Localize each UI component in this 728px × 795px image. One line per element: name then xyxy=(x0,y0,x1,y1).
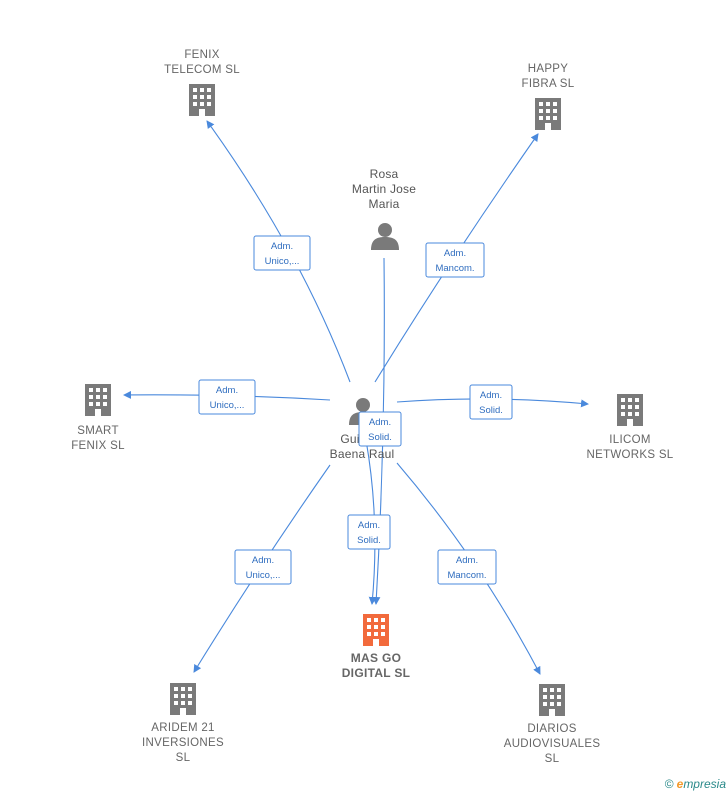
relation-label-g-ilicom[interactable]: Adm. Solid. xyxy=(469,384,513,420)
node-label-line: DIARIOS xyxy=(527,723,576,735)
node-guillermo[interactable]: Gui Baena Raul xyxy=(330,398,395,461)
node-label-line: SL xyxy=(176,752,191,764)
relation-label-line: Adm. xyxy=(358,520,380,531)
relation-label-line: Unico,... xyxy=(210,400,245,411)
node-label-line: SMART xyxy=(77,425,119,437)
node-label-line: FIBRA SL xyxy=(522,78,575,90)
relation-label-rosa-mas[interactable]: Adm. Solid. xyxy=(358,411,402,447)
node-diarios[interactable]: DIARIOS AUDIOVISUALES SL xyxy=(504,684,601,765)
relation-label-line: Solid. xyxy=(357,535,381,546)
node-label-line: TELECOM SL xyxy=(164,64,240,76)
relation-label-line: Adm. xyxy=(444,248,466,259)
brand-logo-letter: e xyxy=(676,777,684,791)
node-label-line: SL xyxy=(545,753,560,765)
node-fenix-telecom[interactable]: FENIX TELECOM SL xyxy=(164,49,240,116)
relation-label-line: Solid. xyxy=(368,432,392,443)
relation-label-g-aridem[interactable]: Adm. Unico,... xyxy=(234,549,292,585)
building-icon xyxy=(535,98,561,130)
node-aridem[interactable]: ARIDEM 21 INVERSIONES SL xyxy=(142,683,224,764)
node-label-line: MAS GO xyxy=(351,651,401,665)
relation-label-line: Adm. xyxy=(216,385,238,396)
node-label-line: INVERSIONES xyxy=(142,737,224,749)
building-icon xyxy=(539,684,565,716)
relation-label-line: Adm. xyxy=(456,555,478,566)
relation-label-g-mas[interactable]: Adm. Solid. xyxy=(347,514,391,550)
footer-brand: ©empresia xyxy=(665,777,726,791)
node-label-line: Maria xyxy=(368,197,399,211)
node-label-line: ILICOM xyxy=(609,434,650,446)
relation-label-line: Mancom. xyxy=(447,570,486,581)
node-label-line: AUDIOVISUALES xyxy=(504,738,601,750)
relation-label-line: Unico,... xyxy=(265,256,300,267)
copyright-symbol: © xyxy=(664,777,674,791)
edges xyxy=(123,120,589,675)
person-icon xyxy=(371,223,399,250)
brand-name: mpresia xyxy=(683,777,726,791)
node-label-line: Gui xyxy=(340,432,359,446)
node-ilicom[interactable]: ILICOM NETWORKS SL xyxy=(586,394,674,461)
node-label-line: Rosa xyxy=(370,167,399,181)
relation-label-line: Solid. xyxy=(479,405,503,416)
relation-label-line: Unico,... xyxy=(246,570,281,581)
relation-label-g-happy[interactable]: Adm. Mancom. xyxy=(425,242,485,278)
relation-label-g-smart[interactable]: Adm. Unico,... xyxy=(198,379,256,415)
building-icon xyxy=(189,84,215,116)
relation-label-g-diarios[interactable]: Adm. Mancom. xyxy=(437,549,497,585)
building-icon xyxy=(170,683,196,715)
building-icon xyxy=(363,614,389,646)
node-label-line: DIGITAL SL xyxy=(342,666,411,680)
node-rosa[interactable]: Rosa Martin Jose Maria xyxy=(352,167,416,250)
node-label-line: FENIX xyxy=(184,49,219,61)
relation-label-line: Adm. xyxy=(480,390,502,401)
node-label-line: ARIDEM 21 xyxy=(151,722,214,734)
relation-label-line: Adm. xyxy=(271,241,293,252)
building-icon xyxy=(617,394,643,426)
relation-label-line: Adm. xyxy=(369,417,391,428)
node-happy-fibra[interactable]: HAPPY FIBRA SL xyxy=(522,63,575,130)
node-label-line: NETWORKS SL xyxy=(586,449,673,461)
node-label-line: Baena Raul xyxy=(330,447,395,461)
building-icon xyxy=(85,384,111,416)
relation-label-line: Adm. xyxy=(252,555,274,566)
relation-label-g-fenix[interactable]: Adm. Unico,... xyxy=(253,235,311,271)
node-label-line: Martin Jose xyxy=(352,182,416,196)
relation-label-line: Mancom. xyxy=(435,263,474,274)
node-mas-go[interactable]: MAS GO DIGITAL SL xyxy=(342,614,411,680)
node-smart-fenix[interactable]: SMART FENIX SL xyxy=(71,384,125,452)
node-label-line: HAPPY xyxy=(528,63,569,75)
node-label-line: FENIX SL xyxy=(71,440,125,452)
